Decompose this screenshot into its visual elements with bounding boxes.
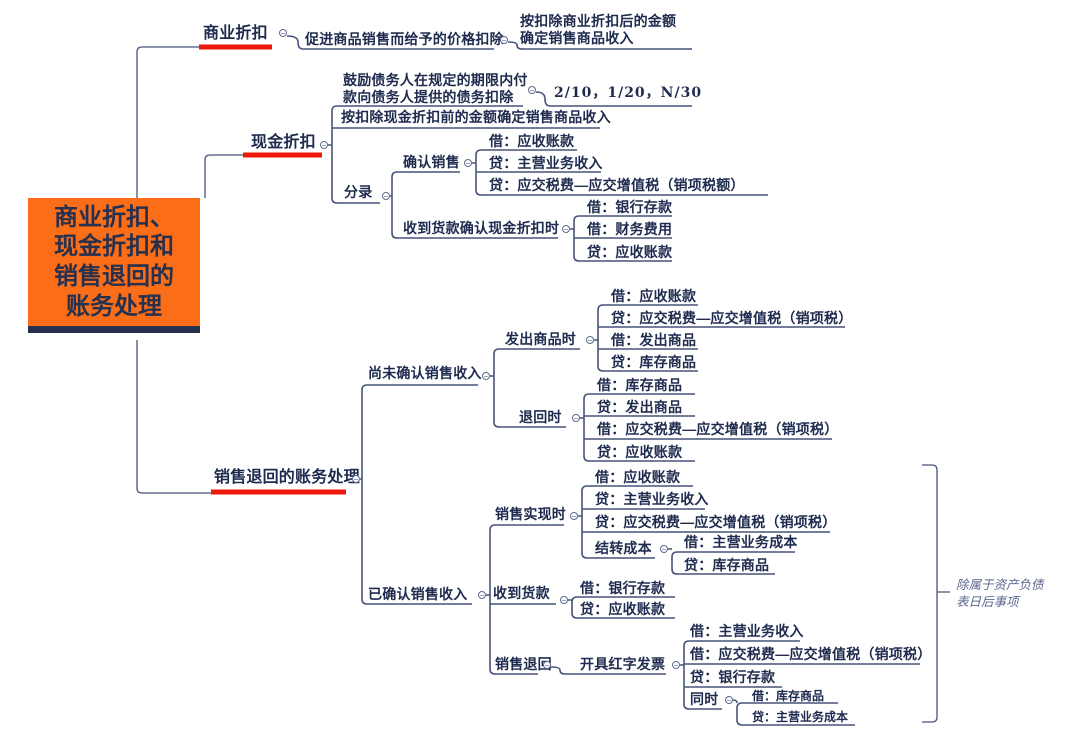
entry-credit-inventory-2[interactable]: 贷：库存商品 xyxy=(684,557,770,573)
entry-debit-vat-2[interactable]: 借：应交税费—应交增值税（销项税） xyxy=(690,646,932,662)
balance-sheet-date-note: 除属于资产负债 表日后事项 xyxy=(956,578,1044,609)
entry-credit-goods-dispatched[interactable]: 贷：发出商品 xyxy=(597,399,683,415)
collapse-handle-red-invoice[interactable] xyxy=(672,661,680,669)
entry-debit-receivable-2[interactable]: 借：应收账款 xyxy=(611,288,697,304)
entry-credit-receivable-2[interactable]: 贷：应收账款 xyxy=(597,444,683,460)
entry-credit-vat-2[interactable]: 贷：应交税费—应交增值税（销项税） xyxy=(611,310,853,326)
collapse-handle-on-return[interactable] xyxy=(572,414,580,422)
entry-credit-revenue[interactable]: 贷：主营业务收入 xyxy=(489,155,603,171)
entry-debit-revenue[interactable]: 借：主营业务收入 xyxy=(690,623,804,639)
collapse-handle-simultaneously[interactable] xyxy=(725,696,733,704)
entry-debit-finance-expense[interactable]: 借：财务费用 xyxy=(587,221,673,237)
topic-trade-discount-revenue-rule[interactable]: 按扣除商业折扣后的金额 确定销售商品收入 xyxy=(520,13,677,46)
collapse-handle-journal-entries[interactable] xyxy=(382,192,390,200)
entry-credit-vat-3[interactable]: 贷：应交税费—应交增值税（销项税） xyxy=(595,514,837,530)
collapse-handle-trade-discount[interactable] xyxy=(279,29,287,37)
root-topic[interactable]: 商业折扣、 现金折扣和 销售退回的 账务处理 xyxy=(28,198,200,333)
collapse-handle-receive-payment[interactable] xyxy=(562,225,570,233)
entry-debit-goods-dispatched[interactable]: 借：发出商品 xyxy=(611,332,697,348)
topic-payment-received[interactable]: 收到货款 xyxy=(493,585,550,601)
entry-credit-bank[interactable]: 贷：银行存款 xyxy=(690,669,776,685)
entry-credit-receivable[interactable]: 贷：应收账款 xyxy=(587,244,673,260)
collapse-handle-cash-def[interactable] xyxy=(528,86,536,94)
entry-debit-receivable-3[interactable]: 借：应收账款 xyxy=(595,469,681,485)
topic-journal-entries[interactable]: 分录 xyxy=(344,184,373,200)
topic-cash-discount-definition[interactable]: 鼓励债务人在规定的期限内付 款向债务人提供的债务扣除 xyxy=(343,72,528,105)
entry-debit-cogs[interactable]: 借：主营业务成本 xyxy=(684,534,798,550)
collapse-handle-payment-received[interactable] xyxy=(560,596,568,604)
topic-goods-dispatched[interactable]: 发出商品时 xyxy=(505,331,576,347)
topic-revenue-recognized[interactable]: 已确认销售收入 xyxy=(368,586,468,602)
entry-credit-vat-output[interactable]: 贷：应交税费—应交增值税（销项税额） xyxy=(489,177,745,193)
entry-credit-inventory[interactable]: 贷：库存商品 xyxy=(611,354,697,370)
collapse-handle-sales-return[interactable] xyxy=(352,475,360,483)
topic-recognize-sale[interactable]: 确认销售 xyxy=(403,154,460,170)
collapse-handle-trade-def[interactable] xyxy=(500,36,508,44)
collapse-handle-goods-dispatched[interactable] xyxy=(586,336,594,344)
topic-red-invoice[interactable]: 开具红字发票 xyxy=(580,656,666,672)
collapse-handle-recognize-sale[interactable] xyxy=(464,159,472,167)
topic-receive-payment-discount[interactable]: 收到货款确认现金折扣时 xyxy=(403,220,560,236)
topic-sales-return[interactable]: 销售退回的账务处理 xyxy=(214,469,360,486)
topic-sales-return-case[interactable]: 销售退回 xyxy=(495,656,552,672)
entry-debit-vat[interactable]: 借：应交税费—应交增值税（销项税） xyxy=(597,421,839,437)
collapse-handle-return-case[interactable] xyxy=(543,661,551,669)
collapse-handle-not-recognized[interactable] xyxy=(482,372,490,380)
entry-credit-revenue-2[interactable]: 贷：主营业务收入 xyxy=(595,491,709,507)
entry-debit-inventory-2[interactable]: 借：库存商品 xyxy=(752,689,825,703)
entry-debit-receivable[interactable]: 借：应收账款 xyxy=(489,133,575,149)
topic-revenue-not-recognized[interactable]: 尚未确认销售收入 xyxy=(368,365,482,381)
topic-carry-over-cost[interactable]: 结转成本 xyxy=(595,540,652,556)
topic-simultaneously[interactable]: 同时 xyxy=(690,691,719,707)
entry-credit-receivable-3[interactable]: 贷：应收账款 xyxy=(580,601,666,617)
collapse-handle-sale-realized[interactable] xyxy=(570,512,578,520)
topic-trade-discount-definition[interactable]: 促进商品销售而给予的价格扣除 xyxy=(305,31,504,47)
collapse-handle-cash-discount[interactable] xyxy=(320,141,328,149)
topic-cash-discount[interactable]: 现金折扣 xyxy=(251,134,316,151)
topic-on-return[interactable]: 退回时 xyxy=(519,409,562,425)
entry-debit-bank-2[interactable]: 借：银行存款 xyxy=(580,580,666,596)
collapse-handle-recognized[interactable] xyxy=(478,591,486,599)
entry-credit-cogs[interactable]: 贷：主营业务成本 xyxy=(752,710,849,724)
topic-cash-discount-revenue-rule[interactable]: 按扣除现金折扣前的金额确定销售商品收入 xyxy=(341,109,611,125)
entry-debit-bank[interactable]: 借：银行存款 xyxy=(587,199,673,215)
topic-trade-discount[interactable]: 商业折扣 xyxy=(203,25,268,42)
topic-cash-discount-terms[interactable]: 2/10，1/20，N/30 xyxy=(554,85,703,101)
entry-debit-inventory[interactable]: 借：库存商品 xyxy=(597,377,683,393)
collapse-handle-carry-over[interactable] xyxy=(660,545,668,553)
topic-sale-realized[interactable]: 销售实现时 xyxy=(495,506,566,522)
